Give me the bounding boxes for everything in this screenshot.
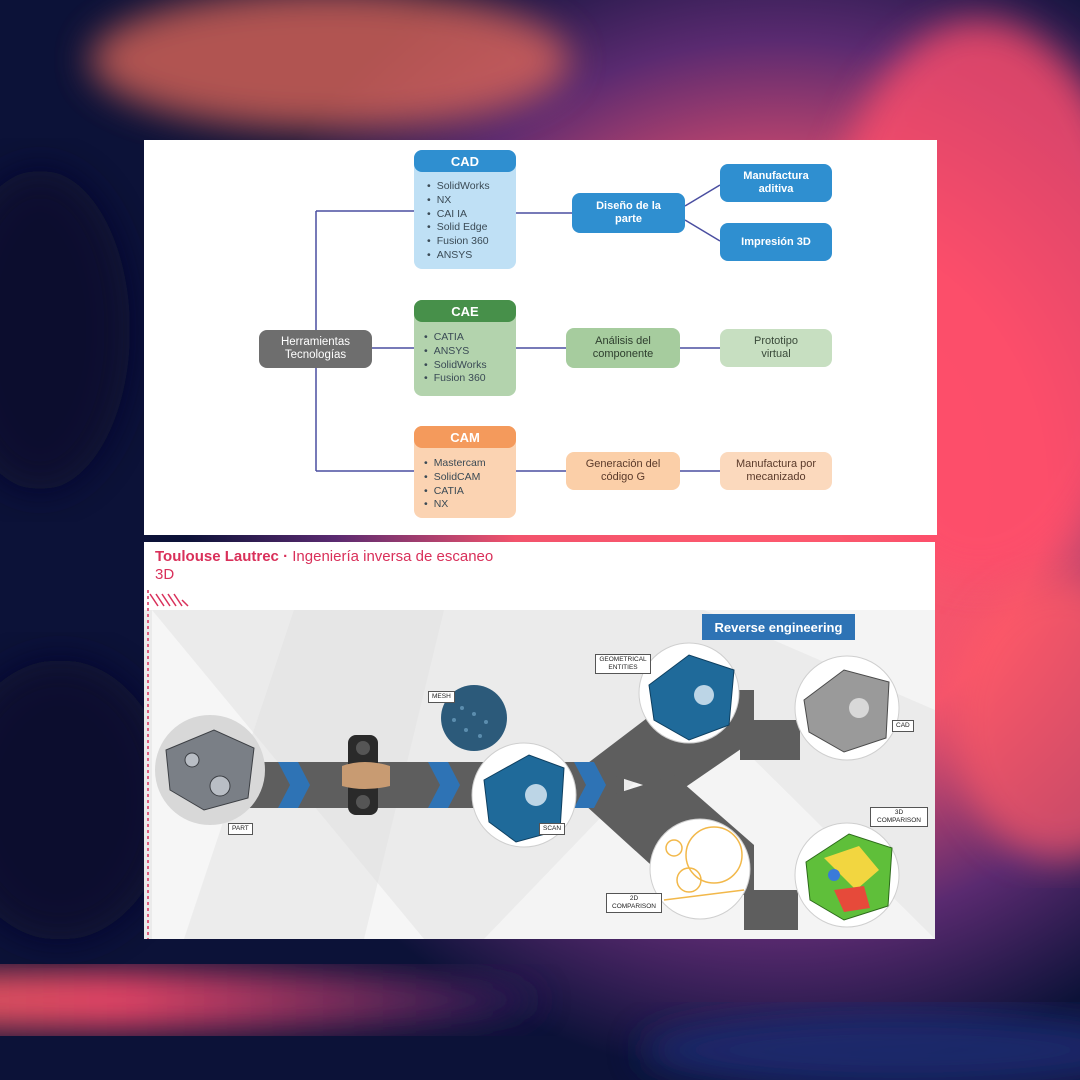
cad-output-node: Manufactura aditiva [720,164,832,202]
root-label: Herramientas Tecnologías [280,336,351,361]
reverse-engineering-panel: Toulouse Lautrec · Ingeniería inversa de… [144,542,935,939]
cad-step-label: Diseño de la parte [596,200,661,225]
comparison-3d-tag: 3D COMPARISON [870,807,928,827]
cam-tool: Mastercam [424,457,486,471]
brand-name: Toulouse Lautrec [155,548,279,565]
cad-tool: NX [427,194,490,208]
root-node: Herramientas Tecnologías [259,330,372,368]
cam-step-label: Generación del código G [585,458,661,483]
cad-step-node: Diseño de la parte [572,193,685,233]
cad-output-label: Manufactura aditiva [743,170,809,195]
tools-diagram-panel: Herramientas Tecnologías CAD SolidWorks … [144,140,937,535]
cad-tool: ANSYS [427,249,490,263]
cae-tool: Fusion 360 [424,372,487,386]
heading-subtitle: Ingeniería inversa de escaneo 3D [155,548,494,583]
comparison-3d-label: 3D COMPARISON [877,809,921,824]
comparison-2d-label: 2D COMPARISON [612,895,656,910]
cad-tool: SolidWorks [427,180,490,194]
part-label: PART [232,825,249,832]
reverse-engineering-banner: Reverse engineering [702,614,855,640]
cam-output-label: Manufactura por mecanizado [735,458,817,483]
cam-tool: SolidCAM [424,471,486,485]
cad-output-node: Impresión 3D [720,223,832,261]
cad-tag: CAD [892,720,914,732]
mesh-tag: MESH [428,691,455,703]
cae-tool: ANSYS [424,345,487,359]
mesh-label: MESH [432,693,451,700]
banner-label: Reverse engineering [714,619,843,635]
scan-tag: SCAN [539,823,566,835]
cad-tool: Fusion 360 [427,235,490,249]
cam-header: CAM [414,426,516,448]
cam-tool: CATIA [424,485,486,499]
cam-tools-list: Mastercam SolidCAM CATIA NX [424,457,486,512]
cad-output-label: Impresión 3D [741,235,811,248]
cad-tools-list: SolidWorks NX CAI IA Solid Edge Fusion 3… [427,180,490,263]
cad-tool: Solid Edge [427,221,490,235]
cae-step-label: Análisis del componente [592,335,654,360]
cad-header: CAD [414,150,516,172]
cam-tool: NX [424,498,486,512]
cad-title: CAD [450,153,480,169]
cae-tool: SolidWorks [424,359,487,373]
cam-output-node: Manufactura por mecanizado [720,452,832,490]
part-tag: PART [228,823,253,835]
cad-label: CAD [896,722,910,729]
cae-step-node: Análisis del componente [566,328,680,368]
cae-tools-list: CATIA ANSYS SolidWorks Fusion 360 [424,331,487,386]
cae-output-node: Prototipo virtual [720,329,832,367]
comparison-2d-tag: 2D COMPARISON [606,893,662,913]
cam-step-node: Generación del código G [566,452,680,490]
scan-label: SCAN [543,825,562,832]
cae-tool: CATIA [424,331,487,345]
cam-title: CAM [450,429,480,445]
reverse-engineering-illustration [144,590,935,939]
geometrical-entities-tag: GEOMETRICAL ENTITIES [595,654,651,674]
geometrical-entities-label: GEOMETRICAL ENTITIES [599,656,647,671]
cae-header: CAE [414,300,516,322]
heading-separator: · [283,548,289,565]
cae-title: CAE [451,303,479,319]
cad-tool: CAI IA [427,208,490,222]
panel-heading: Toulouse Lautrec · Ingeniería inversa de… [155,548,515,584]
cae-output-label: Prototipo virtual [753,335,799,360]
